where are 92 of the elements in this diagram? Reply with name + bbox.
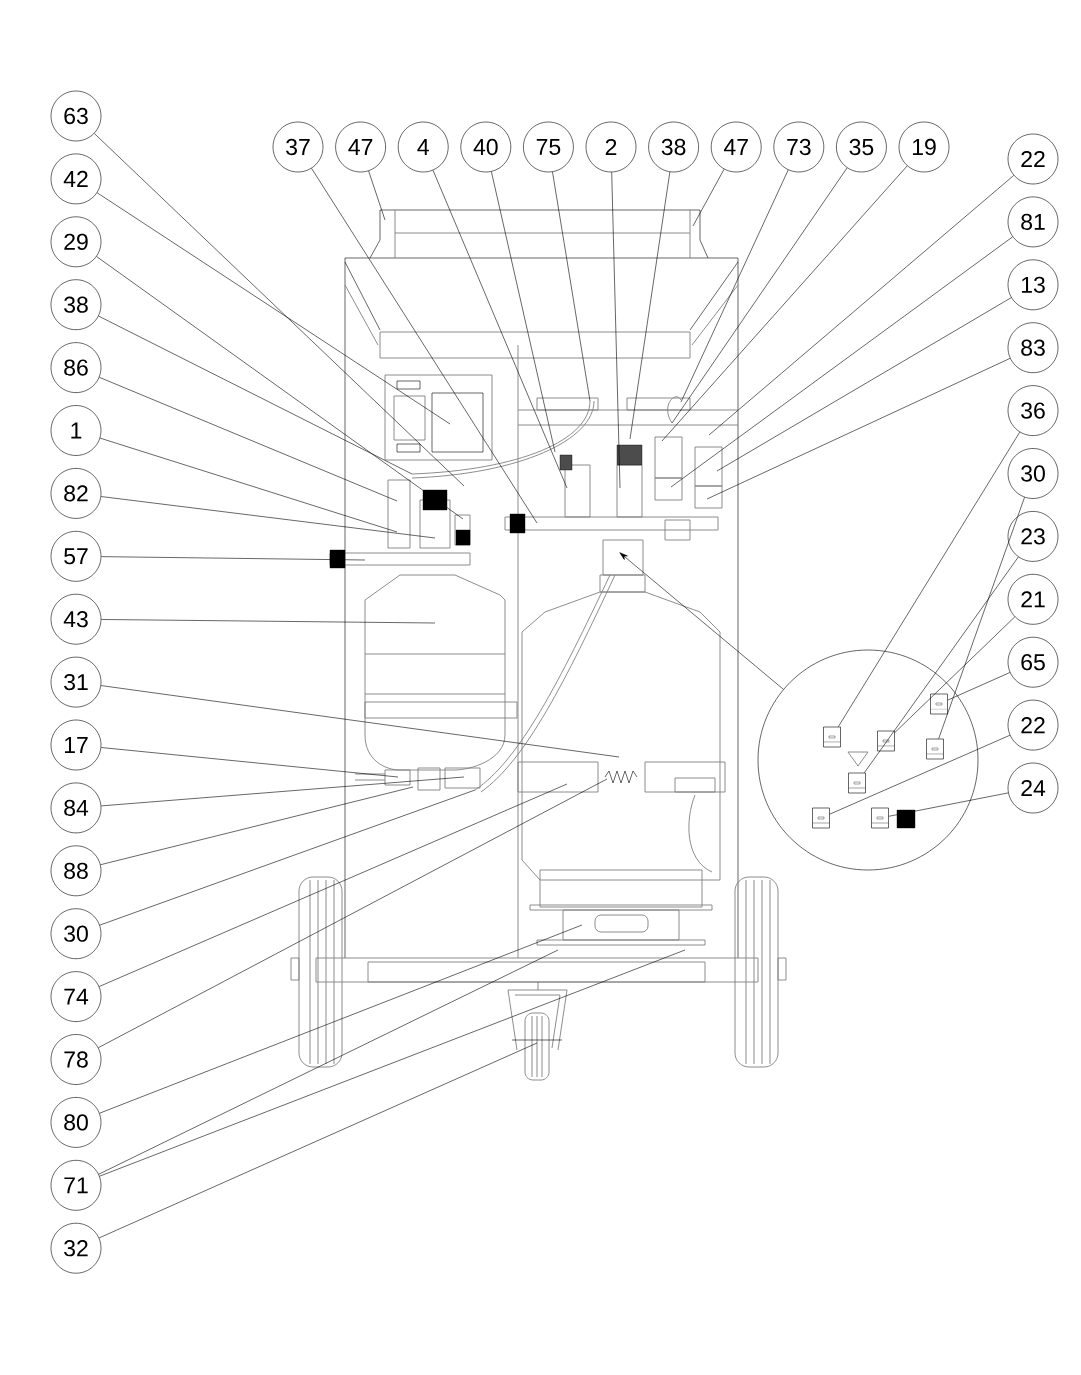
callout-number: 73 — [773, 121, 825, 173]
fitting-drawing — [926, 738, 944, 760]
callout-number: 22 — [1007, 699, 1059, 751]
leader-line — [680, 169, 789, 403]
callout-number: 47 — [335, 121, 386, 173]
leader-line — [671, 167, 848, 424]
leader-line — [99, 377, 398, 502]
callout-number: 74 — [50, 971, 102, 1022]
callout-number: 30 — [50, 908, 102, 959]
callout-number: 38 — [648, 121, 699, 173]
callout-number: 75 — [523, 121, 574, 173]
callout-number: 22 — [1007, 133, 1059, 185]
leader-line — [864, 556, 1019, 773]
callout-number: 24 — [1007, 762, 1059, 814]
leader-line — [100, 496, 436, 539]
callout-number: 36 — [1007, 385, 1059, 436]
leader-line — [99, 924, 583, 1114]
callout-number: 84 — [50, 782, 102, 834]
callout-number: 38 — [50, 279, 102, 330]
callout-number: 21 — [1007, 574, 1059, 625]
callout-number: 19 — [898, 121, 950, 173]
leader-line — [629, 171, 671, 440]
fitting-drawing — [877, 730, 895, 752]
leader-line — [94, 133, 465, 487]
leader-line — [938, 497, 1025, 739]
leader-line — [708, 175, 1015, 436]
callout-number: 30 — [1007, 448, 1059, 499]
callout-number: 1 — [50, 405, 102, 456]
leader-line — [99, 789, 476, 926]
leader-line — [432, 170, 568, 489]
leader-line — [101, 619, 436, 624]
callout-number: 23 — [1007, 511, 1059, 562]
leader-line — [947, 672, 1011, 701]
leader-line — [829, 734, 1011, 815]
callout-number: 13 — [1007, 259, 1059, 311]
leader-line — [552, 171, 591, 402]
callout-number: 78 — [50, 1034, 102, 1085]
leader-line — [888, 792, 1009, 817]
callout-number: 71 — [50, 1160, 102, 1211]
leader-line — [99, 949, 686, 1177]
callout-number: 47 — [710, 121, 762, 173]
fitting-drawing — [823, 726, 841, 748]
leader-line — [98, 949, 559, 1175]
leader-line — [619, 552, 784, 690]
callout-number: 86 — [50, 342, 102, 393]
leader-line — [99, 437, 398, 533]
leader-line — [491, 171, 556, 453]
callout-number: 80 — [50, 1097, 102, 1148]
detail-circle — [757, 649, 979, 871]
callout-number: 37 — [272, 121, 324, 173]
callout-number: 32 — [50, 1222, 102, 1274]
callout-number: 81 — [1007, 196, 1059, 248]
callout-number: 31 — [50, 656, 102, 708]
leader-line — [706, 358, 1011, 500]
fitting-drawing — [871, 807, 889, 829]
callout-number: 63 — [50, 90, 102, 142]
leader-line — [311, 168, 538, 524]
callout-number: 82 — [50, 468, 102, 519]
leader-line — [670, 236, 1013, 488]
leader-line — [838, 431, 1021, 727]
callout-number: 17 — [50, 719, 102, 771]
fitting-drawing — [812, 807, 830, 829]
leader-line — [98, 783, 568, 987]
leader-line — [98, 778, 608, 1048]
leader-line — [716, 297, 1012, 472]
leader-line — [611, 172, 621, 489]
callout-number: 42 — [50, 153, 102, 205]
callout-number: 35 — [836, 121, 887, 173]
leader-line — [100, 786, 414, 865]
callout-number: 43 — [50, 593, 102, 645]
fitting-drawing — [848, 772, 866, 794]
leader-line — [98, 315, 413, 475]
leader-line — [98, 1042, 538, 1239]
leader-line — [692, 168, 725, 227]
callout-number: 29 — [50, 216, 102, 268]
leader-line — [101, 556, 366, 561]
leader-line — [96, 192, 451, 425]
leader-line — [661, 165, 908, 442]
callout-number: 88 — [50, 845, 102, 897]
leader-line — [368, 170, 386, 221]
callout-number: 4 — [397, 121, 449, 173]
leader-line — [100, 747, 399, 778]
leader-line — [96, 256, 464, 520]
leader-line — [894, 616, 1016, 733]
callout-number: 40 — [460, 121, 512, 173]
fitting-drawing — [930, 693, 948, 715]
callout-number: 65 — [1007, 636, 1059, 688]
callout-number: 2 — [585, 121, 637, 173]
leader-line — [100, 776, 465, 807]
callout-number: 83 — [1007, 322, 1059, 373]
leader-line — [100, 685, 620, 758]
callout-number: 57 — [50, 531, 102, 582]
